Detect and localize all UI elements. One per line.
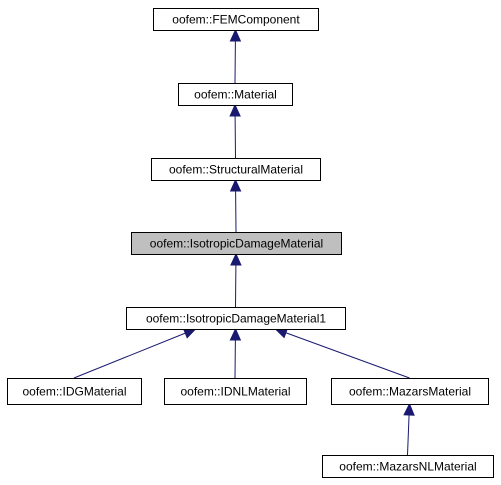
class-node-label: oofem::IDGMaterial [22, 385, 126, 399]
class-node-idgmaterial[interactable]: oofem::IDGMaterial [7, 378, 142, 405]
class-node-label: oofem::MazarsMaterial [349, 385, 471, 399]
nodes-layer: oofem::FEMComponentoofem::Materialoofem:… [7, 8, 494, 478]
class-node-isotropicdamagematerial1[interactable]: oofem::IsotropicDamageMaterial1 [126, 307, 346, 330]
inheritance-edge-material-to-femcomponent [229, 28, 242, 84]
class-node-box [153, 8, 319, 31]
class-node-box [151, 158, 321, 181]
class-node-femcomponent[interactable]: oofem::FEMComponent [153, 8, 319, 31]
class-node-material[interactable]: oofem::Material [178, 83, 293, 106]
class-node-label: oofem::Material [194, 88, 277, 102]
edges-layer [73, 28, 415, 456]
class-node-mazarsnlmaterial[interactable]: oofem::MazarsNLMaterial [322, 455, 494, 478]
class-node-mazarsmaterial[interactable]: oofem::MazarsMaterial [331, 378, 489, 405]
inheritance-edge-idnlmaterial-to-isotropicdamagematerial1 [229, 327, 242, 379]
class-node-label: oofem::StructuralMaterial [169, 163, 303, 177]
class-node-isotropicdamagematerial[interactable]: oofem::IsotropicDamageMaterial [131, 232, 342, 255]
class-node-label: oofem::IsotropicDamageMaterial1 [146, 312, 326, 326]
class-node-label: oofem::FEMComponent [172, 13, 300, 27]
class-node-label: oofem::IDNLMaterial [180, 385, 290, 399]
inheritance-edge-structuralmaterial-to-material [229, 103, 241, 159]
class-node-box [7, 378, 142, 405]
class-node-box [322, 455, 494, 478]
inheritance-edge-idgmaterial-to-isotropicdamagematerial1 [73, 327, 197, 379]
class-node-idnlmaterial[interactable]: oofem::IDNLMaterial [164, 378, 307, 405]
class-node-box [331, 378, 489, 405]
inheritance-edge-mazarsmaterial-to-isotropicdamagematerial1 [274, 327, 410, 379]
class-node-label: oofem::MazarsNLMaterial [339, 460, 476, 474]
inheritance-edge-isotropicdamagematerial1-to-isotropicdamagematerial [230, 252, 242, 308]
class-node-box [131, 232, 342, 255]
inheritance-edge-isotropicdamagematerial-to-structuralmaterial [229, 178, 242, 233]
class-node-box [178, 83, 293, 106]
class-node-box [126, 307, 346, 330]
class-node-structuralmaterial[interactable]: oofem::StructuralMaterial [151, 158, 321, 181]
inheritance-edge-mazarsnlmaterial-to-mazarsmaterial [403, 402, 415, 456]
class-node-label: oofem::IsotropicDamageMaterial [150, 237, 323, 251]
class-node-box [164, 378, 307, 405]
